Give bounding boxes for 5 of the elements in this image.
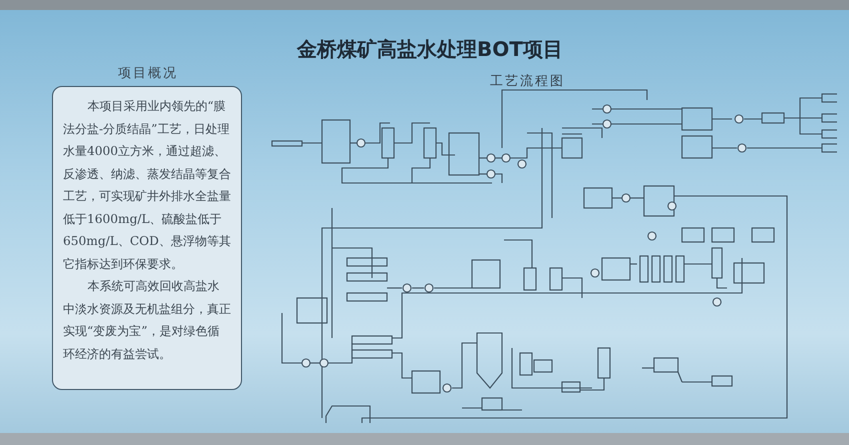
paragraph: 本系统可高效回收高盐水中淡水资源及无机盐组分，真正实现“变废为宝”，是对绿色循环经济的有益尝试。	[63, 278, 231, 362]
paragraph: 本项目采用业内领先的“膜法分盐-分质结晶”工艺，日处理水量4000立方米，通过超滤、反渗透、纳滤、蒸发结晶等复合工艺，可实现矿井外排水全盐量低于1600mg/L、硫酸盐低于650mg/L、COD、悬浮物等其它指标达到环保要求。	[63, 98, 231, 272]
diagram-heading: 工艺流程图	[490, 73, 565, 90]
panel-heading: 项目概况	[117, 65, 179, 82]
title: 金桥煤矿高盐水处理BOT项目	[296, 36, 564, 63]
